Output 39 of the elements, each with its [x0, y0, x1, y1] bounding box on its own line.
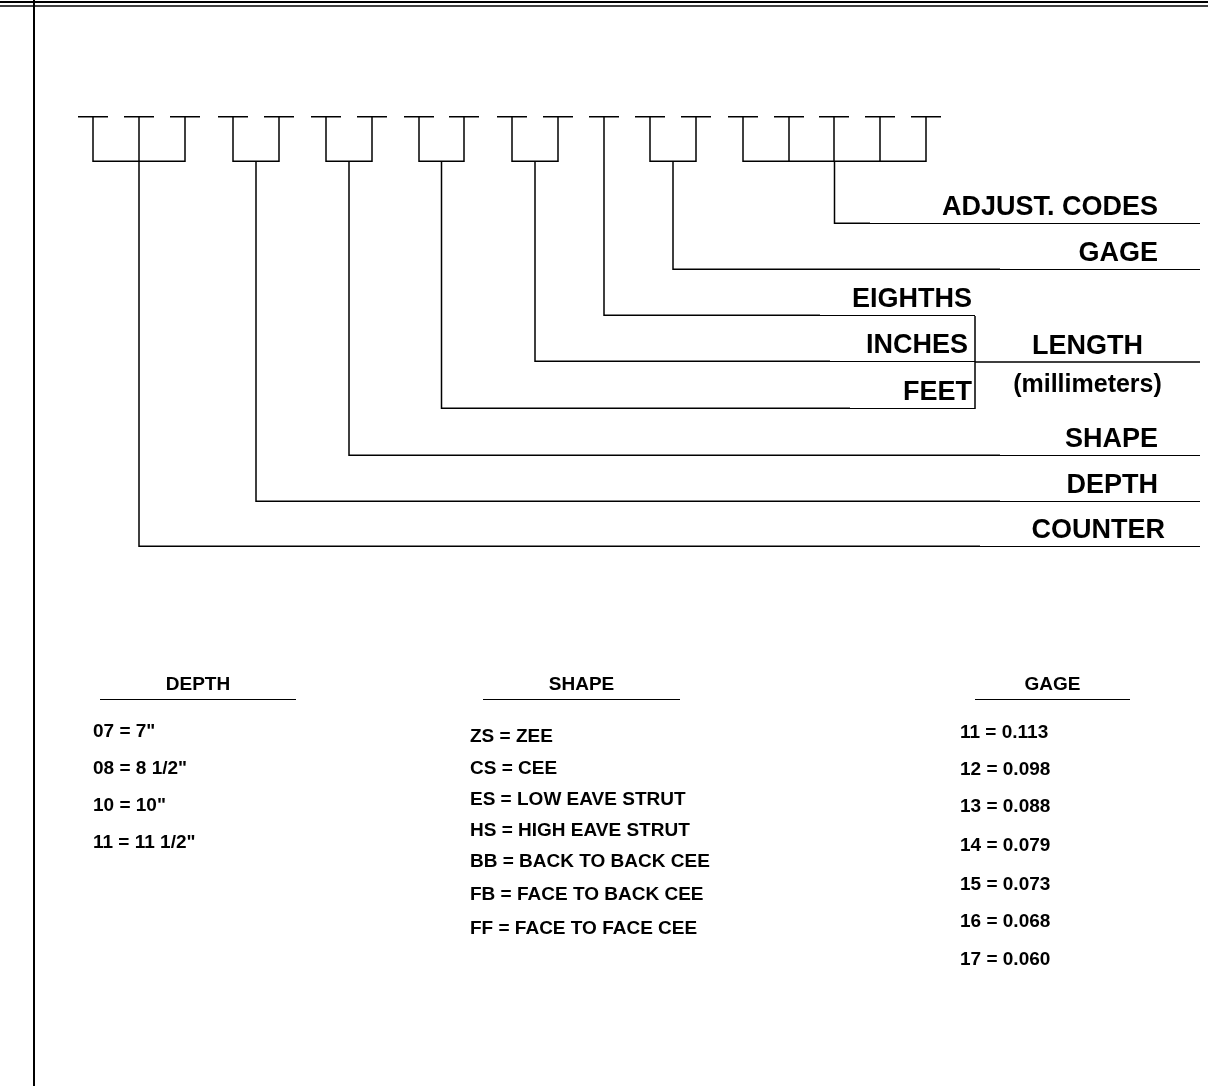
code-definition: 16 = 0.068	[960, 910, 1051, 932]
leader-line	[138, 161, 981, 547]
code-definition: 12 = 0.098	[960, 758, 1051, 780]
table-heading: DEPTH	[100, 673, 296, 700]
field-label: COUNTER	[980, 511, 1200, 547]
field-label: EIGHTHS	[820, 280, 975, 316]
code-definition: 17 = 0.060	[960, 948, 1051, 970]
unit-label: (millimeters)	[1012, 368, 1163, 398]
leader-line	[534, 161, 831, 362]
field-label: GAGE	[1000, 234, 1200, 270]
leader-line	[348, 161, 1001, 456]
code-definition: HS = HIGH EAVE STRUT	[470, 819, 690, 841]
code-definition: 11 = 11 1/2"	[93, 831, 196, 853]
leader-line	[603, 161, 821, 316]
code-definition: FF = FACE TO FACE CEE	[470, 917, 698, 939]
field-label: SHAPE	[1000, 420, 1200, 456]
field-label: INCHES	[830, 326, 975, 362]
leader-line	[672, 161, 1001, 270]
code-definition: 13 = 0.088	[960, 795, 1051, 817]
leader-line	[440, 161, 851, 409]
table-heading: SHAPE	[483, 673, 680, 700]
code-definition: FB = FACE TO BACK CEE	[470, 883, 704, 905]
code-definition: ES = LOW EAVE STRUT	[470, 788, 686, 810]
code-definition: 14 = 0.079	[960, 834, 1051, 856]
field-label: ADJUST. CODES	[870, 188, 1200, 224]
leader-line	[255, 161, 1001, 502]
field-label: DEPTH	[1000, 466, 1200, 502]
code-definition: CS = CEE	[470, 757, 558, 779]
code-definition: 15 = 0.073	[960, 873, 1051, 895]
code-definition: 08 = 8 1/2"	[93, 757, 188, 779]
group-label: LENGTH	[1031, 330, 1144, 360]
table-heading: GAGE	[975, 673, 1130, 700]
code-definition: ZS = ZEE	[470, 725, 553, 747]
leader-line	[833, 161, 871, 224]
code-definition: 07 = 7"	[93, 720, 156, 742]
code-definition: 11 = 0.113	[960, 721, 1049, 743]
field-label: FEET	[850, 373, 975, 409]
code-definition: 10 = 10"	[93, 794, 166, 816]
code-definition: BB = BACK TO BACK CEE	[470, 850, 710, 872]
